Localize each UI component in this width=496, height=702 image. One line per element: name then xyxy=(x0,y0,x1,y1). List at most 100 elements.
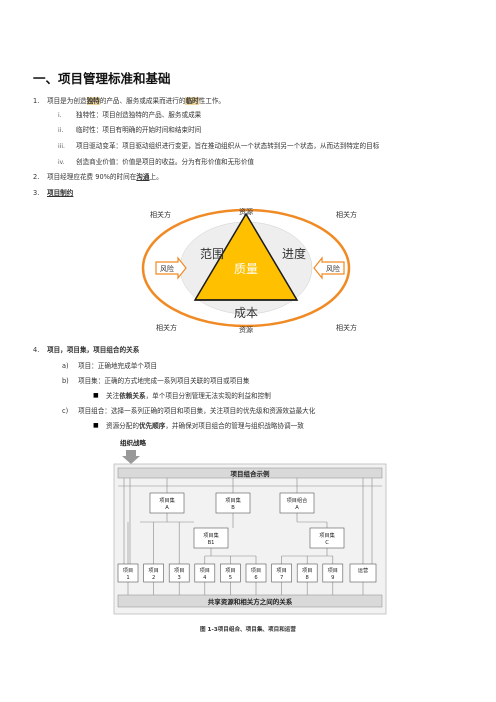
program-box xyxy=(193,527,229,549)
bullet-text: 关注依赖关系，单个项目分割管理无法实现的利益和控制 xyxy=(106,392,271,401)
program-box-id: B1 xyxy=(208,540,215,546)
constraint-diagram: 相关方 相关方 相关方 相关方 资源 资源 范围 进度 质量 成本 风险 风险 xyxy=(141,207,357,334)
project-box-id: 3 xyxy=(178,575,181,581)
project-box-id: 7 xyxy=(280,575,283,581)
program-box-label: 项目组合 xyxy=(287,496,309,504)
item-2-text: 项目经理应花费 90%的时间在沟通上。 xyxy=(47,173,163,182)
scope-label: 范围 xyxy=(200,247,224,261)
sub-item-text: 项目驱动变革：项目驱动组织进行变更，旨在推动组织从一个状态转到另一个状态，从而达… xyxy=(76,142,380,150)
highlight-text: 独特 xyxy=(86,97,100,105)
program-box-id: A xyxy=(295,505,299,511)
item-number: 4. xyxy=(33,346,40,354)
sub-number: c) xyxy=(62,407,69,415)
text-run: 项目经理应花费 90%的时间在 xyxy=(47,173,137,181)
project-box xyxy=(245,563,267,583)
quality-label: 质量 xyxy=(234,262,258,276)
sub-number: ii. xyxy=(58,127,64,134)
resource-label: 资源 xyxy=(239,207,253,216)
portfolio-example-label: 项目组合示例 xyxy=(231,469,271,478)
project-box xyxy=(143,563,164,583)
sub-item-text: 临时性：项目有明确的开始时间和结束时间 xyxy=(76,126,202,134)
text-run: 上。 xyxy=(149,173,163,181)
sub-item-text: 独特性：项目创造独特的产品、服务或成果 xyxy=(76,111,202,119)
project-box-id: 8 xyxy=(306,575,309,581)
figure-caption: 图 1-3项目组合、项目集、项目和运营 xyxy=(200,627,296,633)
stakeholder-label: 相关方 xyxy=(156,323,177,332)
text-run: 的产品、服务或成果而进行的 xyxy=(99,97,186,105)
org-strategy-label: 组织战略 xyxy=(120,438,147,447)
highlight-text: 临时 xyxy=(185,97,199,105)
program-box-id: C xyxy=(325,540,329,546)
underlined-text: 沟通 xyxy=(136,173,150,181)
sub-item-text: 项目：正确地完成单个项目 xyxy=(78,362,158,370)
bold-text: 依赖关系 xyxy=(119,392,146,400)
project-box xyxy=(322,563,344,583)
down-arrow-icon xyxy=(122,450,140,464)
project-box-label: 项目 xyxy=(200,567,210,574)
shared-resources-label: 共享资源和相关方之间的关系 xyxy=(208,597,293,606)
sub-number: a) xyxy=(62,362,69,370)
project-box-label: 项目 xyxy=(251,567,261,574)
project-box-id: 1 xyxy=(126,575,129,581)
project-box-label: 项目 xyxy=(225,567,235,574)
project-box-id: 5 xyxy=(229,575,232,581)
sub-number: b) xyxy=(62,377,69,385)
project-box xyxy=(296,563,318,583)
risk-arrow-right xyxy=(313,256,345,280)
project-box xyxy=(220,563,241,583)
operations-box-label: 运营 xyxy=(358,566,368,574)
section-heading: 一、项目管理标准和基础 xyxy=(33,71,171,86)
schedule-label: 进度 xyxy=(282,246,306,261)
project-box xyxy=(117,563,139,583)
project-box-label: 项目 xyxy=(123,567,133,574)
project-box xyxy=(271,563,292,583)
stakeholder-label: 相关方 xyxy=(336,210,357,219)
program-box xyxy=(279,492,315,514)
text-run: ，单个项目分割管理无法实现的利益和控制 xyxy=(145,392,271,400)
stakeholder-label: 相关方 xyxy=(150,210,171,219)
item-number: 3. xyxy=(33,189,40,197)
sub-number: i. xyxy=(58,112,62,119)
program-box-id: B xyxy=(231,505,235,511)
program-box xyxy=(149,492,185,514)
sub-number: iii. xyxy=(58,143,65,150)
project-box-id: 9 xyxy=(331,575,334,581)
program-box xyxy=(309,527,345,549)
cost-label: 成本 xyxy=(234,306,258,320)
risk-label: 风险 xyxy=(326,264,340,273)
operations-box xyxy=(349,563,377,583)
item-1-text: 项目是为创造独特的产品、服务或成果而进行的临时性工作。 xyxy=(47,97,225,106)
program-box-id: A xyxy=(165,505,169,511)
risk-arrow-left xyxy=(155,256,187,280)
portfolio-frame xyxy=(113,463,387,615)
project-box xyxy=(194,563,216,583)
program-box-label: 项目集 xyxy=(159,496,175,504)
bold-text: 优先顺序 xyxy=(138,422,166,430)
project-box-label: 项目 xyxy=(148,567,158,574)
text-run: 资源分配的 xyxy=(106,422,139,430)
sub-item-text: 项目组合：选择一系列正确的项目和项目集，关注项目的优先级和资源效益最大化 xyxy=(78,407,316,415)
item-4-heading: 项目，项目集，项目组合的关系 xyxy=(47,346,140,354)
item-3-heading: 项目制约 xyxy=(47,189,74,197)
risk-label: 风险 xyxy=(160,264,174,273)
program-box-label: 项目集 xyxy=(319,531,335,539)
bullet-square-icon: ■ xyxy=(93,422,99,429)
project-box-id: 6 xyxy=(254,575,257,581)
project-box-label: 项目 xyxy=(276,567,286,574)
bullet-square-icon: ■ xyxy=(93,392,99,399)
project-box-label: 项目 xyxy=(328,567,338,574)
bullet-text: 资源分配的优先顺序，并确保对项目组合的管理与组织战略协调一致 xyxy=(106,422,304,431)
project-box xyxy=(168,563,190,583)
stakeholder-label: 相关方 xyxy=(336,323,357,332)
resource-label: 资源 xyxy=(239,325,253,334)
project-box-id: 2 xyxy=(152,575,155,581)
text-run: 项目是为创造 xyxy=(47,97,87,105)
text-run: ，并确保对项目组合的管理与组织战略协调一致 xyxy=(165,422,304,430)
sub-item-text: 项目集：正确的方式地完成一系列项目关联的项目或项目集 xyxy=(78,377,250,385)
project-box-label: 项目 xyxy=(302,567,312,574)
program-box-label: 项目集 xyxy=(203,531,219,539)
project-box-label: 项目 xyxy=(174,567,184,574)
shared-resources-bar xyxy=(117,594,383,608)
sub-item-text: 创造商业价值：价值是项目的收益。分为有形价值和无形价值 xyxy=(76,158,255,166)
